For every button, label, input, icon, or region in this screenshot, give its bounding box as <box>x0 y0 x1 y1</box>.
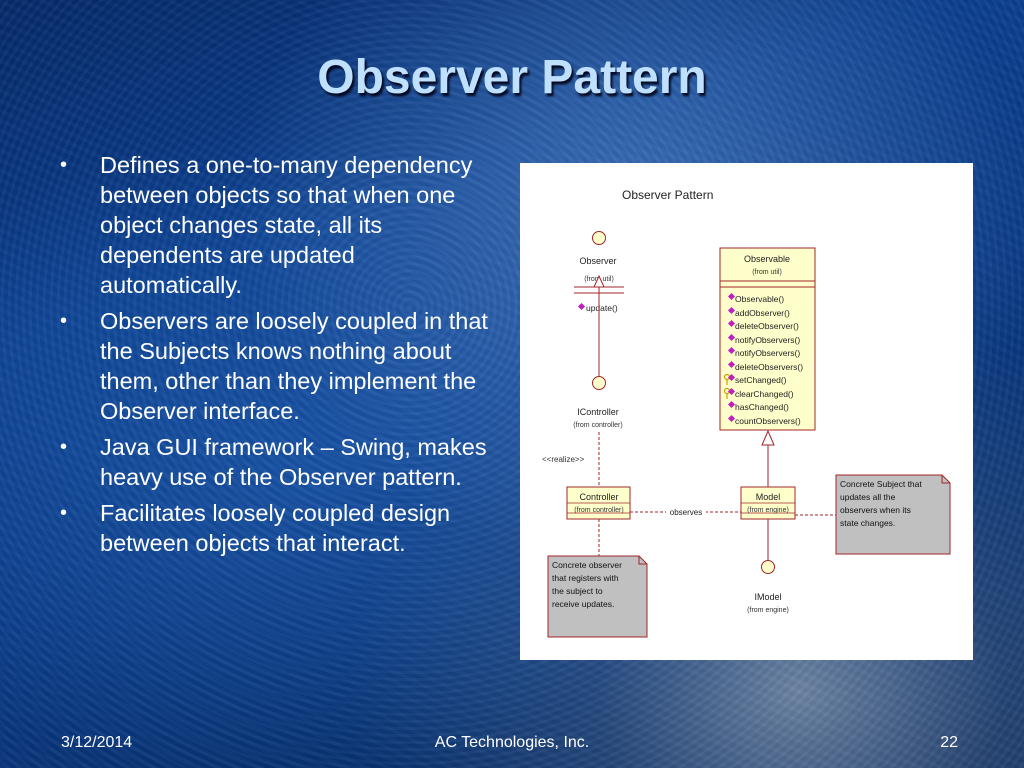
observer-operation: update() <box>586 303 618 313</box>
observable-operation: notifyObservers() <box>735 335 800 345</box>
operation-icon <box>727 400 736 409</box>
icontroller-interface-icon <box>592 376 606 390</box>
bullet-item: • Java GUI framework – Swing, makes heavy… <box>60 432 500 492</box>
controller-package: (from controller) <box>574 507 623 514</box>
bullet-text: Observers are loosely coupled in that th… <box>100 308 488 424</box>
generalization-arrowhead <box>761 429 775 446</box>
note-observer-line: Concrete observer <box>552 560 622 570</box>
note-observer-line: that registers with <box>552 573 619 583</box>
observes-label-bg <box>666 506 706 517</box>
observable-operation: clearChanged() <box>735 389 794 399</box>
bullet-text: Defines a one-to-many dependency between… <box>100 152 473 298</box>
observable-package: (from util) <box>752 269 782 276</box>
observable-operation: countObservers() <box>735 416 801 426</box>
diagram-title: Observer Pattern <box>622 188 713 202</box>
icontroller-name: IController <box>577 407 619 417</box>
imodel-interface-icon <box>761 560 775 574</box>
footer-page-number: 22 <box>940 734 958 751</box>
operation-icon <box>727 360 736 369</box>
bullet-text: Facilitates loosely coupled design betwe… <box>100 500 451 556</box>
bullet-list: • Defines a one-to-many dependency betwee… <box>60 150 500 564</box>
note-subject-line: observers when its <box>840 505 911 515</box>
icontroller-package: (from controller) <box>573 422 622 429</box>
observable-class <box>719 247 816 431</box>
bullet-item: • Facilitates loosely coupled design betw… <box>60 498 500 558</box>
operation-icon <box>577 302 586 311</box>
operation-icon <box>727 346 736 355</box>
bullet-item: • Defines a one-to-many dependency betwee… <box>60 150 500 300</box>
note-observer-line: the subject to <box>552 586 603 596</box>
uml-diagram-canvas: Observer Pattern Observer (from util) up… <box>542 188 951 638</box>
observer-name: Observer <box>579 256 616 266</box>
bullet-icon: • <box>60 310 68 332</box>
operation-icon <box>727 373 736 382</box>
observable-name: Observable <box>744 254 790 264</box>
operation-icon <box>727 333 736 342</box>
note-fold <box>638 556 647 565</box>
note-concrete-subject <box>835 474 951 555</box>
imodel-package: (from engine) <box>747 607 789 614</box>
imodel-name: IModel <box>754 592 781 602</box>
controller-name: Controller <box>579 492 618 502</box>
note-concrete-observer <box>547 555 648 638</box>
observable-operation: addObserver() <box>735 308 790 318</box>
bullet-icon: • <box>60 502 68 524</box>
model-package: (from engine) <box>747 507 789 514</box>
operation-icon <box>727 387 736 396</box>
bullet-icon: • <box>60 154 68 176</box>
observer-interface-icon <box>592 231 606 245</box>
bullet-item: • Observers are loosely coupled in that t… <box>60 306 500 426</box>
observable-operation: deleteObserver() <box>735 321 799 331</box>
realize-label: <<realize>> <box>542 455 585 464</box>
footer-date: 3/12/2014 <box>61 734 133 751</box>
note-fold <box>941 475 950 484</box>
operation-icon <box>727 292 736 301</box>
note-subject-line: updates all the <box>840 492 896 502</box>
note-subject-line: Concrete Subject that <box>840 479 922 489</box>
operation-icon <box>727 414 736 423</box>
observable-operation: notifyObservers() <box>735 348 800 358</box>
note-subject-line: state changes. <box>840 518 895 528</box>
slide-title: Observer Pattern <box>317 51 707 104</box>
operation-icon <box>727 319 736 328</box>
footer-company: AC Technologies, Inc. <box>434 734 590 751</box>
realization-arrowhead <box>593 274 605 288</box>
note-observer-line: receive updates. <box>552 599 614 609</box>
uml-diagram: Observer Pattern Observer (from util) up… <box>520 163 973 660</box>
observable-operation: setChanged() <box>735 375 787 385</box>
observable-operation: deleteObservers() <box>735 362 803 372</box>
bullet-icon: • <box>60 436 68 458</box>
bullet-text: Java GUI framework – Swing, makes heavy … <box>100 434 487 490</box>
observable-operation: hasChanged() <box>735 402 789 412</box>
observable-operation: Observable() <box>735 294 784 304</box>
operation-icon <box>727 306 736 315</box>
model-name: Model <box>756 492 781 502</box>
observes-label: observes <box>670 508 702 517</box>
